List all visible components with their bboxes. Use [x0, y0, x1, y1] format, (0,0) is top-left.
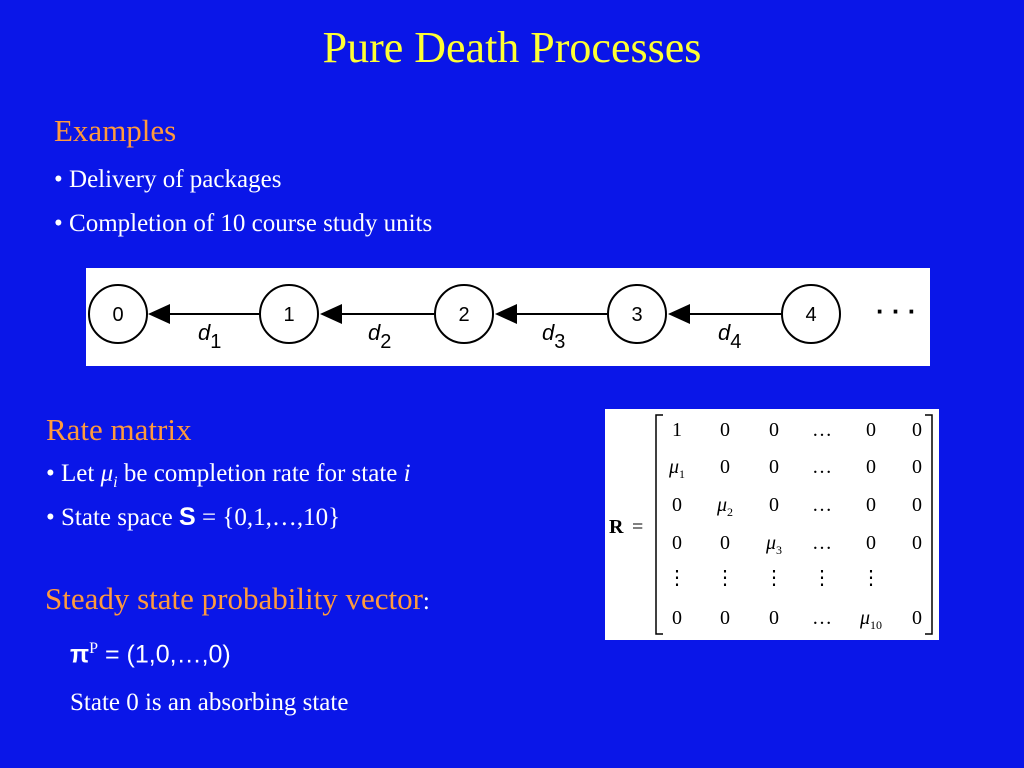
matrix-cell: 0 [672, 532, 682, 554]
bullet-text: Let [61, 460, 101, 487]
matrix-cell: μ1 [668, 456, 685, 481]
matrix-cell: ⋮ [667, 567, 687, 589]
pi-vector-line: πP = (1,0,…,0) [70, 640, 231, 669]
state-label-4: 4 [805, 304, 816, 326]
matrix-label: R [609, 516, 624, 538]
matrix-cell: 0 [912, 419, 922, 441]
matrix-cell: 0 [912, 532, 922, 554]
state-variable: i [403, 460, 411, 487]
steady-state-heading-text: Steady state probability vector [45, 581, 423, 616]
examples-bullet-1: • Delivery of packages [54, 166, 281, 194]
matrix-cell: ⋮ [764, 567, 784, 589]
state-diagram: 0 1 2 3 4 d1 d2 d3 d4 · · · [86, 268, 930, 366]
bullet-dot: • [54, 210, 70, 237]
matrix-cell: … [812, 532, 832, 554]
matrix-cell: 0 [720, 532, 730, 554]
state-label-3: 3 [631, 304, 642, 326]
rate-label-d4: d4 [718, 320, 741, 353]
state-label-0: 0 [112, 304, 123, 326]
state-node-0: 0 [88, 284, 148, 344]
matrix-cell: 0 [720, 419, 730, 441]
mu-subscript: i [113, 474, 118, 491]
examples-heading: Examples [54, 113, 177, 148]
bullet-text: Delivery of packages [69, 166, 282, 193]
rate-matrix-bullet-2: • State space S = {0,1,…,10} [46, 503, 340, 532]
rate-matrix-heading: Rate matrix [46, 412, 192, 447]
state-label-2: 2 [458, 304, 469, 326]
matrix-cell: ⋮ [861, 567, 881, 589]
bullet-dot: • [46, 460, 62, 487]
matrix-cell: 0 [769, 456, 779, 478]
bullet-text: Completion of 10 course study units [69, 210, 433, 237]
matrix-cell: μ2 [716, 494, 733, 519]
matrix-cell: 0 [769, 419, 779, 441]
matrix-cell: … [812, 456, 832, 478]
bullet-dot: • [46, 504, 62, 531]
page-title: Pure Death Processes [322, 23, 702, 72]
matrix-cell: 0 [866, 419, 876, 441]
state-node-3: 3 [607, 284, 667, 344]
pi-superscript: P [89, 640, 99, 657]
matrix-cell: μ3 [765, 532, 782, 557]
steady-state-colon: : [422, 588, 430, 615]
matrix-cell: 0 [720, 456, 730, 478]
rate-matrix-bullet-1: • Let μi be completion rate for state i [46, 460, 411, 492]
transition-arrow-4-3 [668, 304, 781, 324]
state-diagram-svg: 0 1 2 3 4 d1 d2 d3 d4 · · · [88, 284, 916, 353]
mu-symbol: μ [100, 460, 114, 487]
examples-bullet-2: • Completion of 10 course study units [54, 210, 432, 238]
matrix-cell: … [812, 419, 832, 441]
matrix-cell: 1 [672, 419, 682, 441]
left-bracket [655, 414, 663, 635]
matrix-cell: ⋮ [715, 567, 735, 589]
transition-arrow-1-0 [148, 304, 260, 324]
bullet-text: State space [61, 504, 180, 531]
rate-label-d1: d1 [198, 320, 221, 353]
matrix-cell: 0 [912, 494, 922, 516]
state-space-symbol: S [179, 503, 196, 531]
state-node-1: 1 [259, 284, 319, 344]
matrix-cell: ⋮ [812, 567, 832, 589]
matrix-cell: 0 [720, 607, 730, 629]
bullet-text: be completion rate for state [117, 460, 404, 487]
absorbing-state-note: State 0 is an absorbing state [70, 689, 349, 716]
matrix-equals: = [632, 516, 643, 538]
pi-value: = (1,0,…,0) [98, 640, 231, 669]
state-node-2: 2 [434, 284, 494, 344]
transition-arrow-3-2 [495, 304, 607, 324]
matrix-cell: 0 [672, 607, 682, 629]
rate-label-d2: d2 [368, 320, 391, 353]
rate-label-d3: d3 [542, 320, 565, 353]
matrix-cell: 0 [672, 494, 682, 516]
matrix-cell: 0 [769, 494, 779, 516]
state-node-4: 4 [781, 284, 841, 344]
continuation-dots: · · · [876, 296, 916, 326]
matrix-cell: 0 [769, 607, 779, 629]
steady-state-heading: Steady state probability vector: [45, 581, 430, 617]
bullet-dot: • [54, 166, 70, 193]
matrix-cell: 0 [912, 607, 922, 629]
state-label-1: 1 [283, 304, 294, 326]
matrix-cell: μ10 [859, 607, 882, 632]
right-bracket [925, 414, 933, 635]
transition-arrow-2-1 [320, 304, 434, 324]
matrix-cell: 0 [866, 532, 876, 554]
matrix-cell: 0 [866, 494, 876, 516]
matrix-cell: 0 [866, 456, 876, 478]
matrix-cell: … [812, 494, 832, 516]
pi-symbol: π [70, 640, 90, 669]
matrix-cell: … [812, 607, 832, 629]
bullet-text: = {0,1,…,10} [195, 504, 341, 531]
matrix-cell: 0 [912, 456, 922, 478]
